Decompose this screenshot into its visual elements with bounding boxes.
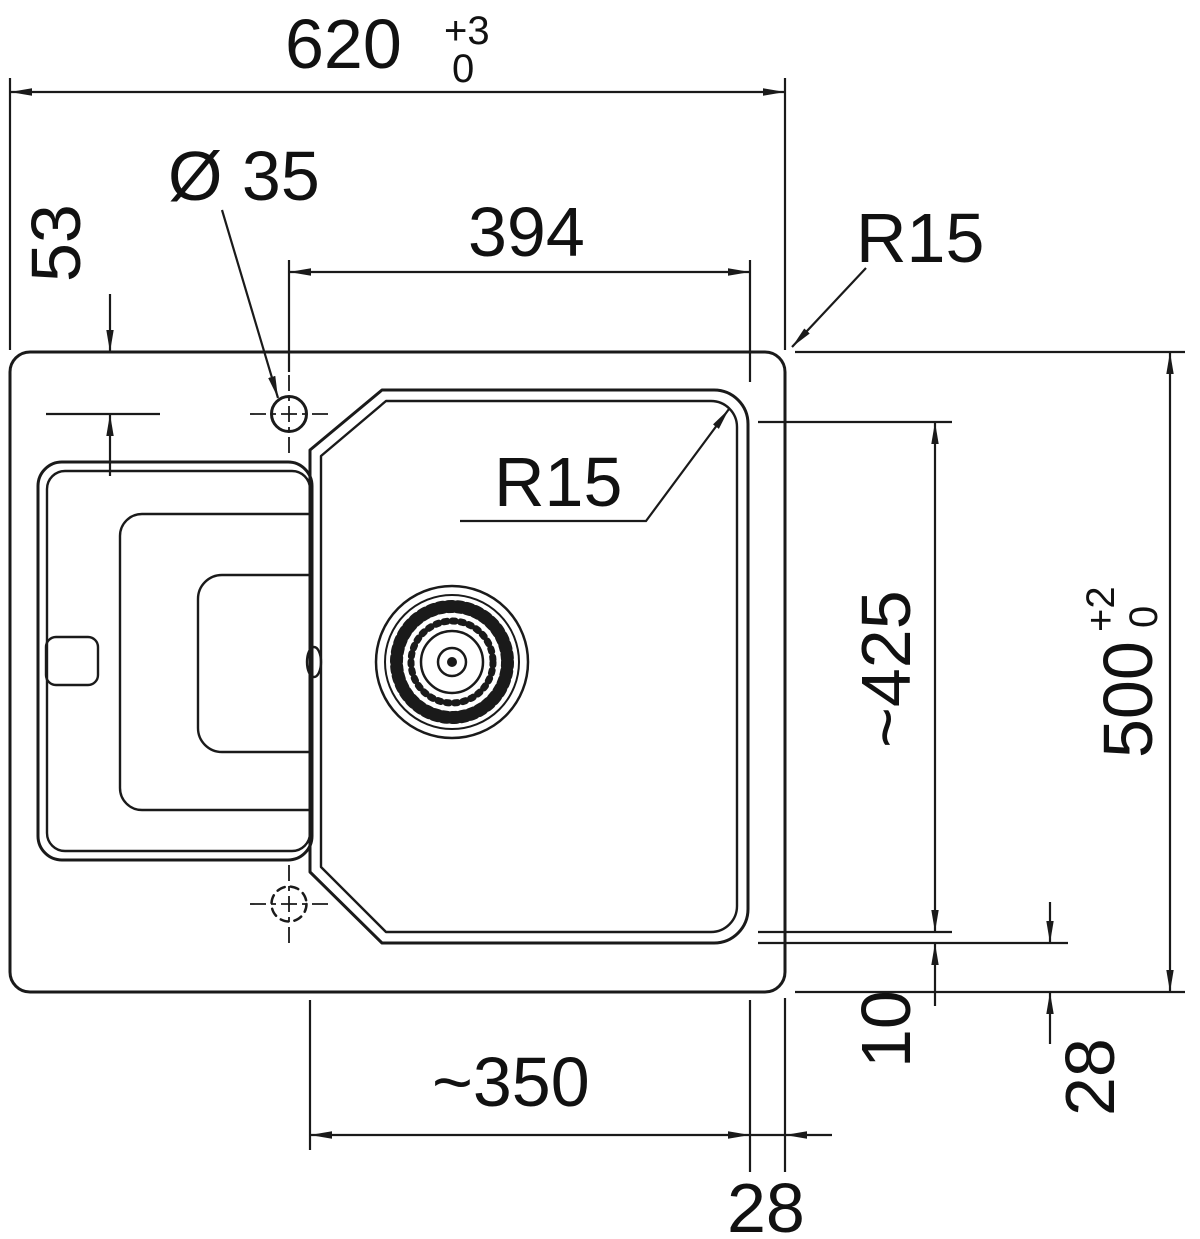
drainboard-contour-inner	[196, 573, 314, 754]
dim-tol-plus: +2	[1079, 586, 1123, 632]
dim-label-28-bottom: 28	[727, 1169, 805, 1239]
strainer-slots-inner	[407, 617, 497, 707]
drainboard-contour-outer	[118, 512, 314, 812]
dim-total-depth-500: 500 +2 0	[795, 350, 1185, 994]
bowl	[305, 388, 750, 945]
dim-tol-plus: +3	[444, 9, 490, 53]
overflow-notch	[305, 645, 323, 679]
strainer-slots-outer	[390, 600, 514, 724]
drain-strainer	[374, 584, 530, 740]
sink-outer-edge	[8, 350, 787, 994]
dim-bowl-corner-r15: R15	[460, 408, 730, 523]
dim-label-350: ~350	[432, 1043, 590, 1121]
drainboard	[36, 460, 314, 862]
dim-label-r15-outer: R15	[856, 199, 984, 277]
dim-label-53: 53	[17, 204, 95, 282]
dim-hole-to-right-394: 394	[287, 193, 752, 382]
dim-bottom-margin-28: 28	[727, 998, 832, 1239]
drain-center	[447, 657, 457, 667]
dim-tol-minus: 0	[452, 47, 474, 91]
leader-line	[220, 209, 280, 399]
dim-label-r15-bowl: R15	[494, 443, 622, 521]
dim-outer-corner-r15: R15	[791, 199, 984, 348]
dim-right-margin-28: 28	[1046, 902, 1129, 1116]
sink-outline	[8, 350, 787, 994]
dim-label-28-right: 28	[1051, 1038, 1129, 1116]
dim-bowl-width-350: ~350	[308, 1000, 752, 1172]
leader-line	[460, 408, 730, 523]
bowl-inner-edge	[319, 399, 739, 934]
drainboard-inner-rim	[45, 469, 312, 853]
drainboard-outer-rim	[36, 460, 314, 862]
drain-ring-4	[436, 646, 468, 678]
dim-label-394: 394	[468, 193, 585, 271]
dim-total-width-620: 620 +3 0	[8, 5, 787, 350]
dim-label-425: ~425	[847, 590, 925, 748]
dim-hole-diameter-35: Ø 35	[168, 137, 320, 399]
drain-ring-2	[384, 594, 520, 730]
drainboard-emboss	[44, 635, 100, 687]
dim-label-620: 620	[285, 5, 402, 83]
dim-hole-offset-53: 53	[17, 204, 160, 476]
drain-ring-outer	[374, 584, 530, 740]
dim-label-500: 500	[1089, 641, 1167, 758]
dim-rim-width-10: 10	[758, 941, 1068, 1068]
dim-tol-minus: 0	[1122, 606, 1166, 628]
dim-label-dia35: Ø 35	[168, 137, 320, 215]
faucet-hole-bottom-optional	[250, 865, 328, 943]
bowl-outer-edge	[308, 388, 750, 945]
dim-label-10: 10	[847, 990, 925, 1068]
leader-line	[791, 267, 867, 348]
dim-bowl-length-425: ~425	[758, 420, 952, 934]
drain-ring-3	[419, 629, 485, 695]
faucet-hole-top	[250, 375, 328, 453]
